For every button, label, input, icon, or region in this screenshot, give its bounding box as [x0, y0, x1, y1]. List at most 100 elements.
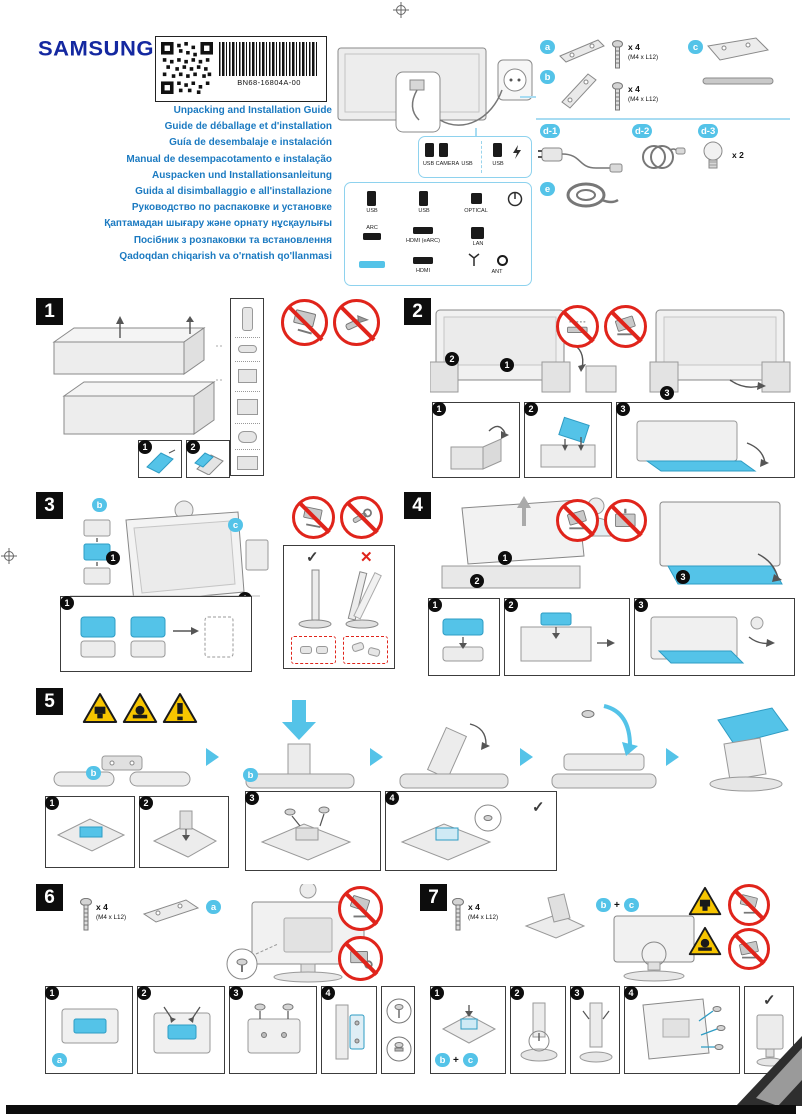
part-b-bracket-icon [561, 73, 597, 109]
usb-port-icon [367, 191, 376, 206]
power-bolt-icon [513, 145, 521, 159]
step-6-spec: (M4 x L12) [96, 914, 127, 921]
optical-port-icon [471, 193, 482, 204]
step-4-substep-3-panel: 3 [634, 598, 795, 676]
substep-2-badge: 2 [504, 598, 518, 612]
substep-3-badge: 3 [570, 986, 584, 1000]
step-2-substep-1-panel: 1 [432, 402, 520, 478]
warning-pinch-icon [162, 693, 198, 723]
substep-1-badge: 1 [60, 596, 74, 610]
sequence-arrow [666, 748, 679, 766]
optical-label: OPTICAL [464, 208, 488, 214]
insert-card-icon [540, 416, 596, 468]
substep-1-badge: 1 [430, 986, 444, 1000]
step-2-callout-3: 3 [660, 386, 674, 400]
step-7-stand-icon [524, 893, 586, 939]
substep-4-badge: 4 [624, 986, 638, 1000]
title-de: Auspacken und Installationsanleitung [151, 169, 332, 181]
step-4-badge: 4 [404, 492, 431, 519]
plate-attach-icon [153, 1006, 211, 1054]
part-c-badge: c [688, 40, 703, 54]
step-2-illustration [430, 309, 791, 393]
samsung-logo: SAMSUNG [38, 36, 154, 61]
step-5-substep-2-panel: 2 [139, 796, 229, 868]
step-6-screw-icon [80, 898, 92, 931]
prohibition-tools-icon [340, 496, 383, 539]
step-5-part-b-badge-2: b [243, 768, 258, 782]
remote-icon [242, 307, 253, 331]
part-number: BN68-16804A-00 [237, 78, 301, 87]
step-5-substep-1-panel: 1 [45, 796, 135, 868]
step-7-part-b-badge: b [596, 898, 611, 912]
warning-clamp-icon [82, 693, 118, 723]
step-2-callout-1: 1 [500, 358, 514, 372]
step-4-substep-1-panel: 1 [428, 598, 500, 676]
step-2-substep-2-panel: 2 [524, 402, 612, 478]
substep-2-badge: 2 [186, 440, 200, 454]
tv-mount-screws-icon [642, 998, 726, 1060]
substep-3-badge: 3 [616, 402, 630, 416]
ex-link-bar-icon [359, 261, 385, 268]
stand-step-b-illustration [399, 723, 509, 789]
stand-base-icon [56, 818, 126, 852]
plus-sign: + [453, 1055, 459, 1066]
step-6-substep-3-panel: 3 [229, 986, 317, 1074]
title-uk: Посібник з розпаковки та встановлення [133, 234, 332, 246]
part-e-badge: e [540, 182, 555, 196]
sequence-arrow [206, 748, 219, 766]
prohibition-face-down-icon [604, 305, 647, 348]
usb-port-icon [439, 143, 448, 157]
part-e-strap-icon [566, 182, 619, 208]
usb-power-label: USB [492, 161, 504, 167]
hdmi-earc-port-icon [413, 227, 433, 234]
step-3-orientation-panel: ✓ ✕ [283, 545, 395, 669]
stand-flat-illustration [53, 755, 191, 787]
step-2-badge: 2 [404, 298, 431, 325]
usb-data-label: USB [418, 208, 430, 214]
prohibition-hang-icon [338, 886, 383, 931]
step-6-substep-4-panel: 4 [321, 986, 377, 1074]
substep-2-badge: 2 [137, 986, 151, 1000]
substep-2-badge: 2 [139, 796, 153, 810]
step-1-badge: 1 [36, 298, 63, 325]
step-7-part-c-badge: c [624, 898, 639, 912]
prohibition-cutter-icon [333, 299, 380, 346]
antenna-icon [468, 253, 480, 266]
substep-1-badge: 1 [428, 598, 442, 612]
part-a-badge: a [540, 40, 555, 54]
panel-part-a-badge: a [52, 1053, 67, 1067]
step-4-callout-2: 2 [470, 574, 484, 588]
step-3-substep-1-panel: 1 [60, 596, 252, 672]
prohibition-drop-tv-icon [281, 299, 328, 346]
wrong-base-detail [343, 636, 388, 664]
registration-mark-top [393, 2, 409, 18]
step-3-part-c-badge: c [228, 518, 243, 532]
arc-port-icon [363, 233, 381, 240]
part-c-bar-icon [702, 77, 774, 85]
substep-3-badge: 3 [229, 986, 243, 1000]
side-ports-panel: USB CAMERA USB USB [418, 136, 532, 178]
title-uz: Qadoqdan chiqarish va o'rnatish qo'llanm… [119, 250, 332, 262]
plus-sign: + [614, 900, 620, 911]
part-b-spec: (M4 x L12) [628, 96, 659, 103]
correct-mark: ✓ [306, 549, 319, 566]
part-d2-badge: d-2 [632, 124, 653, 138]
part-a-bracket-icon [559, 39, 605, 63]
step-3-illustration [70, 500, 269, 603]
part-b-screw-icon [612, 82, 623, 111]
warning-heavy-icon [122, 693, 158, 723]
wrong-mark: ✕ [360, 549, 373, 566]
step-6-badge: 6 [36, 884, 63, 911]
lan-port-icon [471, 227, 484, 239]
step-7-substep-1-panel: 1 b + c [430, 986, 506, 1074]
card-icon [237, 456, 258, 470]
foot-icon [351, 641, 365, 653]
step-6-substep-2-panel: 2 [137, 986, 225, 1074]
substep-3-badge: 3 [245, 791, 259, 805]
substep-2-badge: 2 [510, 986, 524, 1000]
remove-sheet-icon [650, 616, 775, 664]
prohibition-tilt-icon [556, 499, 599, 542]
warning-heavy-icon [688, 926, 722, 956]
correct-mark: ✓ [763, 992, 776, 1009]
